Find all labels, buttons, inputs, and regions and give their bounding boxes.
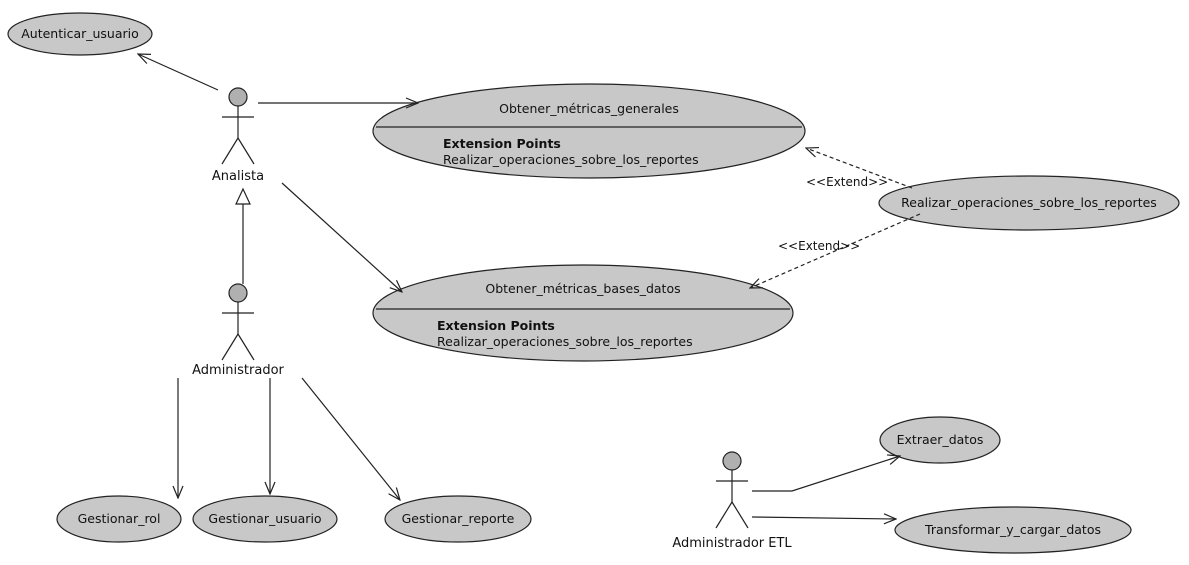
- usecase-gestionar-reporte[interactable]: Gestionar_reporte: [384, 495, 532, 543]
- actor-head-icon: [722, 451, 742, 471]
- assoc-etl-transformar: [751, 517, 896, 519]
- usecase-gestionar-usuario-label: Gestionar_usuario: [208, 511, 321, 526]
- usecase-autenticar-usuario[interactable]: Autenticar_usuario: [7, 12, 153, 56]
- usecase-obtener-metricas-generales[interactable]: Obtener_métricas_generales Extension Poi…: [372, 83, 806, 179]
- assoc-etl-extraer: [752, 456, 900, 492]
- usecase-realizar-operaciones[interactable]: Realizar_operaciones_sobre_los_reportes: [878, 175, 1180, 231]
- assoc-admin-gestionar-reporte: [301, 377, 400, 500]
- generalization-triangle-icon: [235, 187, 251, 205]
- usecase-gestionar-reporte-label: Gestionar_reporte: [402, 511, 515, 526]
- extend-bottom-label: <<Extend>>: [778, 239, 860, 253]
- extension-points-heading: Extension Points: [443, 136, 561, 151]
- extend-bottom-line: [750, 213, 921, 288]
- actor-administrador-label: Administrador: [192, 363, 284, 378]
- usecase-autenticar-label: Autenticar_usuario: [21, 26, 139, 41]
- usecase-extraer-datos[interactable]: Extraer_datos: [879, 416, 1001, 464]
- usecase-transformar-cargar[interactable]: Transformar_y_cargar_datos: [894, 506, 1132, 554]
- assoc-analista-bases: [281, 182, 402, 292]
- actor-analista-label: Analista: [212, 169, 264, 184]
- extend-top-label: <<Extend>>: [806, 175, 888, 189]
- extension-point-generales: Realizar_operaciones_sobre_los_reportes: [443, 152, 699, 167]
- usecase-realizar-label: Realizar_operaciones_sobre_los_reportes: [901, 195, 1157, 210]
- actor-head-icon: [228, 87, 248, 107]
- usecase-obtener-metricas-bases-datos[interactable]: Obtener_métricas_bases_datos Extension P…: [372, 264, 794, 362]
- actor-head-icon: [228, 283, 248, 303]
- extension-points-heading-bases: Extension Points: [437, 318, 555, 333]
- usecase-gestionar-rol-label: Gestionar_rol: [78, 511, 161, 526]
- usecase-generales-label: Obtener_métricas_generales: [499, 101, 679, 116]
- extension-point-bases: Realizar_operaciones_sobre_los_reportes: [437, 334, 693, 349]
- usecase-extraer-label: Extraer_datos: [897, 432, 984, 447]
- usecase-gestionar-usuario[interactable]: Gestionar_usuario: [192, 495, 338, 543]
- actor-administrador-etl[interactable]: Administrador ETL: [672, 451, 792, 551]
- actor-admin-etl-label: Administrador ETL: [672, 536, 792, 551]
- actor-administrador[interactable]: Administrador: [192, 283, 285, 378]
- usecase-transformar-label: Transformar_y_cargar_datos: [924, 522, 1101, 537]
- actor-analista[interactable]: Analista: [212, 87, 264, 184]
- usecase-gestionar-rol[interactable]: Gestionar_rol: [56, 495, 182, 543]
- assoc-analista-autenticar: [138, 54, 219, 91]
- usecase-bases-label: Obtener_métricas_bases_datos: [485, 281, 680, 296]
- extend-top-line: [806, 148, 913, 189]
